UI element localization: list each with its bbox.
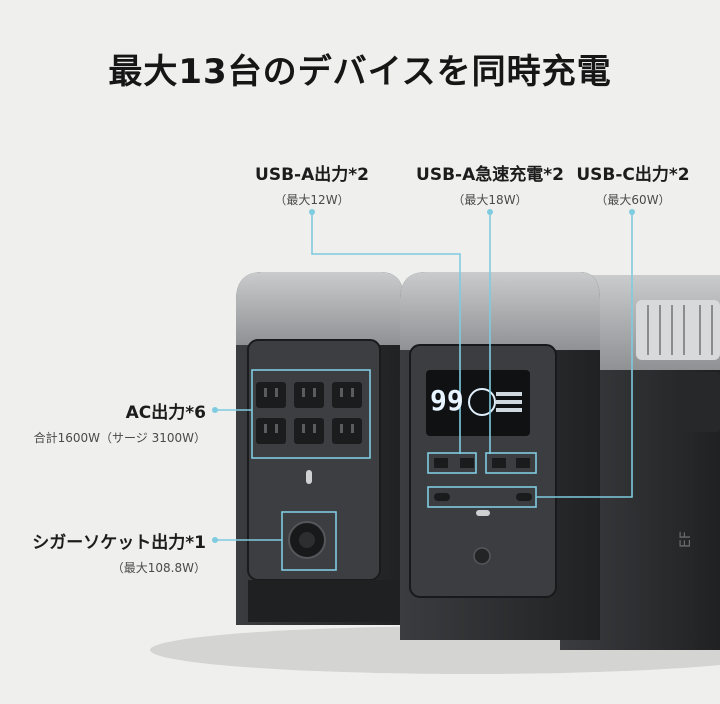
label-usb-a-main: USB-A出力*2 xyxy=(255,165,369,185)
ac-switch xyxy=(306,470,312,484)
label-cigar: シガーソケット出力*1 （最大108.8W） xyxy=(10,528,206,576)
label-ac-main: AC出力*6 xyxy=(125,403,206,423)
callout-dots xyxy=(212,209,635,543)
label-usb-a-fast-sub: （最大18W） xyxy=(452,193,528,207)
ac-outlets xyxy=(256,382,362,444)
label-usb-a-fast: USB-A急速充電*2 （最大18W） xyxy=(392,160,588,208)
handle-recess xyxy=(676,372,720,432)
power-button xyxy=(473,547,491,565)
label-usb-c-main: USB-C出力*2 xyxy=(576,165,690,185)
label-ac: AC出力*6 合計1600W（サージ 3100W） xyxy=(10,398,206,446)
left-unit xyxy=(236,272,404,625)
lcd-reading: 99 xyxy=(430,384,464,417)
label-usb-c-sub: （最大60W） xyxy=(595,193,671,207)
label-usb-a: USB-A出力*2 （最大12W） xyxy=(230,160,394,208)
label-usb-a-sub: （最大12W） xyxy=(274,193,350,207)
label-usb-c: USB-C出力*2 （最大60W） xyxy=(568,160,698,208)
label-usb-a-fast-main: USB-A急速充電*2 xyxy=(416,165,564,185)
usb-c-ports xyxy=(434,493,532,501)
label-ac-sub: 合計1600W（サージ 3100W） xyxy=(33,431,206,445)
usb-a-ports xyxy=(434,458,530,468)
lcd-screen xyxy=(426,370,530,436)
middle-unit xyxy=(400,272,600,640)
page-title: 最大13台のデバイスを同時充電 xyxy=(108,52,612,92)
callout-lines xyxy=(215,212,633,571)
label-cigar-sub: （最大108.8W） xyxy=(111,561,206,575)
label-cigar-main: シガーソケット出力*1 xyxy=(32,533,206,553)
svg-text:EF: EF xyxy=(678,531,694,548)
